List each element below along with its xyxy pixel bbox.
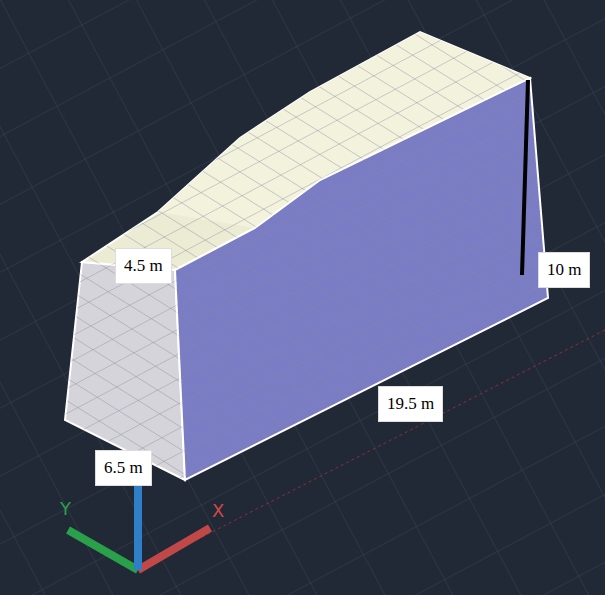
- dimension-label: 6.5 m: [95, 450, 152, 486]
- side-face-mesh: [175, 78, 548, 480]
- y-axis-icon: [68, 530, 138, 570]
- dimension-line: [522, 80, 528, 275]
- side-face: [175, 78, 548, 480]
- end-face-mesh: [65, 262, 185, 480]
- dimension-label: 10 m: [538, 252, 590, 288]
- dimension-label: 4.5 m: [115, 248, 172, 284]
- x-axis-icon: [138, 528, 210, 570]
- dimension-label: 19.5 m: [378, 386, 443, 422]
- axis-letter: Y: [60, 498, 71, 519]
- end-face: [65, 262, 185, 480]
- axis-letter: X: [212, 500, 224, 521]
